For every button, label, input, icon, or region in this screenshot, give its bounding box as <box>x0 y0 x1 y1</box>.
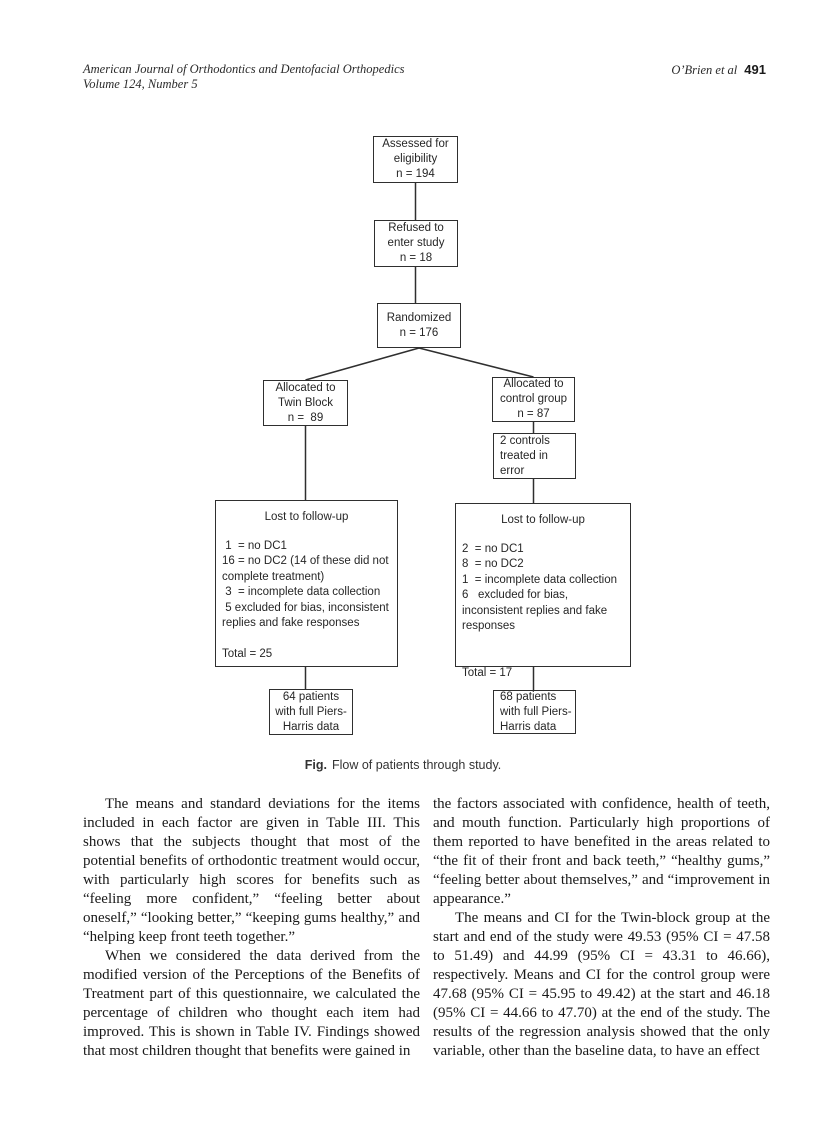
flowchart-box-refused: Refused to enter study n = 18 <box>374 220 458 267</box>
flowchart-box-controls-error: 2 controls treated in error <box>493 433 576 479</box>
body-text: The means and standard deviations for th… <box>83 795 770 1061</box>
flowchart-box-piers-left: 64 patients with full Piers- Harris data <box>269 689 353 735</box>
paragraph: The means and CI for the Twin-block grou… <box>433 910 770 1059</box>
flowchart-box-lost-left: Lost to follow-up 1 = no DC1 16 = no DC2… <box>215 500 398 667</box>
flowchart-box-assessed: Assessed for eligibility n = 194 <box>373 136 458 183</box>
figure-caption: Fig. Flow of patients through study. <box>0 758 806 772</box>
lost-left-body: 1 = no DC1 16 = no DC2 (14 of these did … <box>222 539 389 661</box>
paragraph: the factors associated with confidence, … <box>433 796 770 907</box>
flowchart-connectors <box>304 183 535 690</box>
paragraph: The means and standard deviations for th… <box>83 796 420 945</box>
journal-title: American Journal of Orthodontics and Den… <box>83 62 405 76</box>
flowchart-box-control-group: Allocated to control group n = 87 <box>492 377 575 422</box>
lost-right-title: Lost to follow-up <box>501 514 585 526</box>
flowchart-box-piers-right: 68 patients with full Piers- Harris data <box>493 690 576 734</box>
flowchart-box-lost-right: Lost to follow-up 2 = no DC1 8 = no DC2 … <box>455 503 631 679</box>
page-number: 491 <box>744 62 766 77</box>
figure-caption-text: Flow of patients through study. <box>331 758 502 772</box>
right-column: the factors associated with confidence, … <box>433 795 770 1061</box>
journal-header: American Journal of Orthodontics and Den… <box>83 62 405 92</box>
authors: O’Brien et al <box>671 63 738 77</box>
flowchart-box-randomized: Randomized n = 176 <box>377 303 461 348</box>
lost-left-title: Lost to follow-up <box>264 511 349 523</box>
running-head: O’Brien et al 491 <box>671 62 766 78</box>
flowchart-box-twin-block: Allocated to Twin Block n = 89 <box>263 380 348 426</box>
figure-caption-label: Fig. <box>304 758 327 772</box>
journal-volume: Volume 124, Number 5 <box>83 77 198 91</box>
left-column: The means and standard deviations for th… <box>83 795 420 1061</box>
lost-right-body: 2 = no DC1 8 = no DC2 1 = incomplete dat… <box>462 542 618 679</box>
paragraph: When we considered the data derived from… <box>83 948 420 1059</box>
